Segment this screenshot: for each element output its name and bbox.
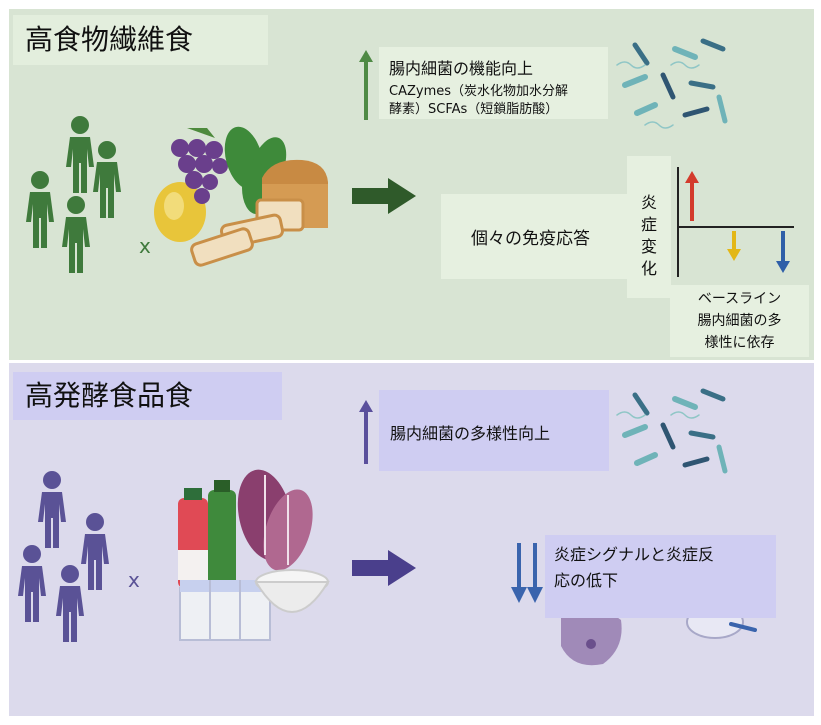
bowl-icon — [254, 569, 330, 613]
green-bottle-icon — [208, 480, 236, 588]
baseline-line: ベースライン — [697, 291, 782, 307]
axis-char: 化 — [640, 259, 657, 278]
blue-down-arrow-icon — [776, 231, 790, 273]
spinach-icon — [224, 126, 287, 214]
baseline-box: ベースライン 腸内細菌の多 様性に依存 — [670, 285, 809, 357]
times-sign: x — [128, 568, 140, 592]
up-arrow-icon — [359, 50, 373, 120]
right-arrow-icon — [352, 550, 416, 586]
person-icon — [26, 171, 54, 248]
person-icon — [81, 513, 109, 590]
yellow-down-arrow-icon — [727, 231, 741, 261]
people-group-icon — [26, 116, 121, 273]
axis-char: 炎 — [640, 193, 657, 212]
people-group-icon — [18, 471, 109, 642]
person-icon — [38, 471, 66, 548]
cells-illustration — [561, 605, 757, 666]
immune-response-label: 個々の免疫応答 — [471, 229, 590, 249]
inflammation-change-plot — [677, 167, 794, 277]
person-icon — [93, 141, 121, 218]
person-icon — [56, 565, 84, 642]
fermented-foods-illustration — [178, 469, 330, 641]
inflammation-signal-box: 炎症シグナルと炎症反 応の低下 — [545, 535, 776, 618]
fiber-foods-illustration — [154, 126, 328, 267]
signal-line1: 炎症シグナルと炎症反 — [554, 545, 715, 564]
radicchio-icon — [237, 469, 313, 571]
baseline-line: 様性に依存 — [704, 335, 775, 351]
fermented-title: 高発酵食品食 — [13, 372, 282, 420]
fiber-title: 高食物繊維食 — [13, 15, 268, 65]
fermented-effect-box: 腸内細菌の多様性向上 — [379, 390, 609, 471]
person-icon — [66, 116, 94, 193]
up-arrow-icon — [359, 400, 373, 464]
juice-bottle-icon — [178, 488, 208, 588]
fiber-effect-line2: CAZymes（炭水化物加水分解 — [389, 84, 569, 99]
red-up-arrow-icon — [685, 171, 699, 221]
grapes-icon — [171, 139, 228, 204]
person-icon — [62, 196, 90, 273]
double-down-arrow-icon — [511, 543, 543, 603]
bacteria-icon — [616, 388, 728, 474]
right-arrow-icon — [352, 178, 416, 214]
immune-cell-icon — [561, 610, 622, 666]
axis-char: 変 — [640, 237, 657, 256]
fiber-effect-line1: 腸内細菌の機能向上 — [389, 59, 534, 78]
person-icon — [18, 545, 46, 622]
immune-response-box: 個々の免疫応答 — [441, 194, 627, 279]
fiber-effect-line3: 酵素）SCFAs（短鎖脂肪酸） — [389, 102, 559, 117]
yogurt-cups-icon — [179, 580, 271, 641]
bacteria-icon — [616, 38, 728, 129]
signal-line2: 応の低下 — [554, 571, 619, 590]
times-sign: x — [139, 234, 151, 258]
bread-icon — [190, 159, 328, 267]
fermented-effect-label: 腸内細菌の多様性向上 — [390, 424, 551, 443]
fiber-effect-box: 腸内細菌の機能向上 CAZymes（炭水化物加水分解 酵素）SCFAs（短鎖脂肪… — [379, 47, 608, 119]
inflammation-axis-label: 炎 症 変 化 — [627, 156, 671, 298]
baseline-line: 腸内細菌の多 — [697, 313, 782, 329]
axis-char: 症 — [640, 215, 657, 234]
